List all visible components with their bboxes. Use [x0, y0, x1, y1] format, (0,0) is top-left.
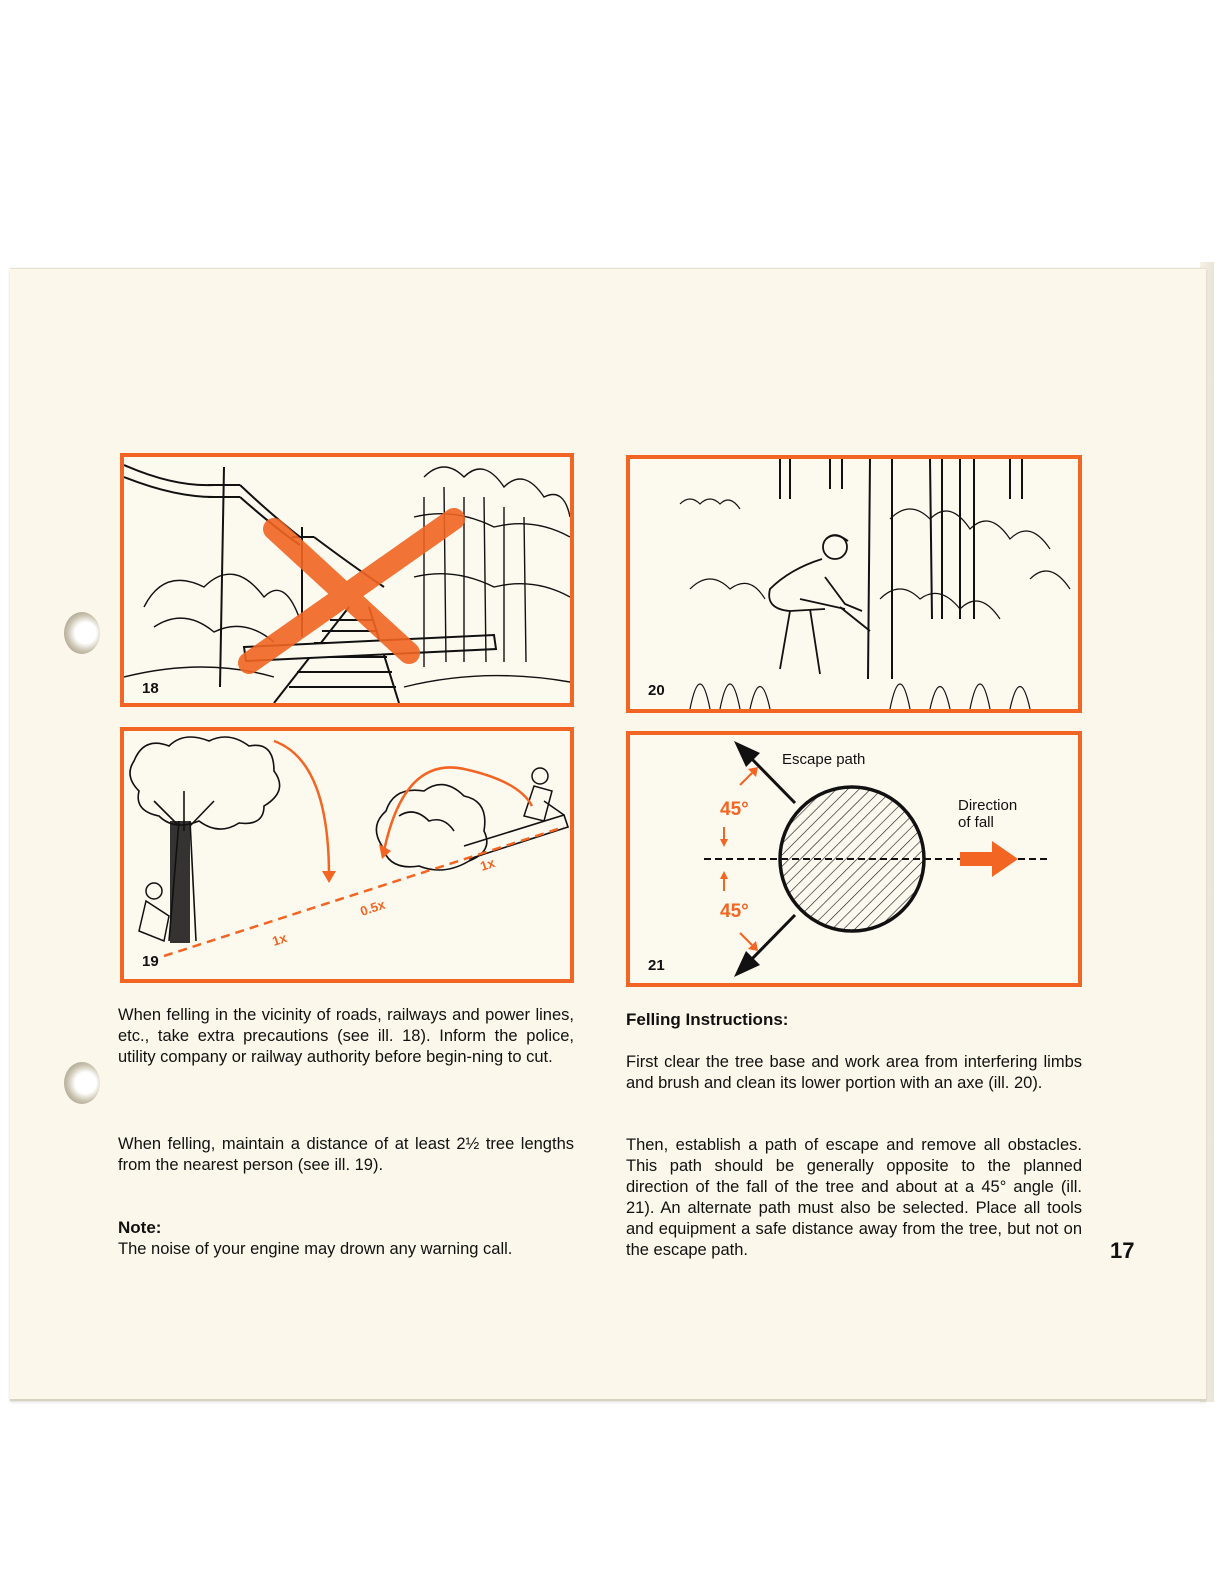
distance-label-near: 1x	[270, 930, 289, 949]
right-paragraph-2: Then, establish a path of escape and rem…	[626, 1136, 1082, 1259]
direction-label-line2: of fall	[958, 814, 994, 831]
direction-of-fall-label: Direction of fall	[958, 797, 1017, 831]
binder-hole-top	[64, 612, 100, 654]
figure-18-number: 18	[142, 680, 159, 697]
figure-19-illustration: 1x 0.5x 1x	[129, 736, 570, 958]
figure-20-number: 20	[648, 682, 665, 699]
figure-20-panel: 20	[626, 455, 1082, 713]
right-paragraph-1: First clear the tree base and work area …	[626, 1053, 1082, 1092]
figure-19-number: 19	[142, 953, 159, 970]
figure-20-illustration	[679, 459, 1071, 709]
note-heading: Note:	[118, 1218, 162, 1237]
page-number: 17	[1110, 1238, 1135, 1263]
note-text: The noise of your engine may drown any w…	[118, 1240, 513, 1258]
escape-path-label: Escape path	[782, 751, 866, 768]
direction-label-line1: Direction	[958, 797, 1018, 814]
distance-label-far: 1x	[478, 855, 497, 874]
figure-21-number: 21	[648, 957, 665, 974]
figure-18-panel: 18	[120, 453, 574, 707]
figure-18-illustration	[124, 464, 570, 703]
distance-label-half: 0.5x	[358, 897, 387, 919]
binder-hole-bottom	[64, 1062, 100, 1104]
angle-label-bottom: 45°	[720, 901, 749, 922]
left-paragraph-2: When felling, maintain a distance of at …	[118, 1135, 574, 1174]
left-paragraph-1: When felling in the vicinity of roads, r…	[118, 1006, 574, 1066]
figure-21-panel: Escape path Direction of fall 45° 45° 21	[626, 731, 1082, 987]
figure-21-diagram	[704, 741, 1050, 977]
angle-label-top: 45°	[720, 799, 749, 820]
figure-19-panel: 1x 0.5x 1x 19	[120, 727, 574, 983]
felling-instructions-heading: Felling Instructions:	[626, 1010, 789, 1029]
